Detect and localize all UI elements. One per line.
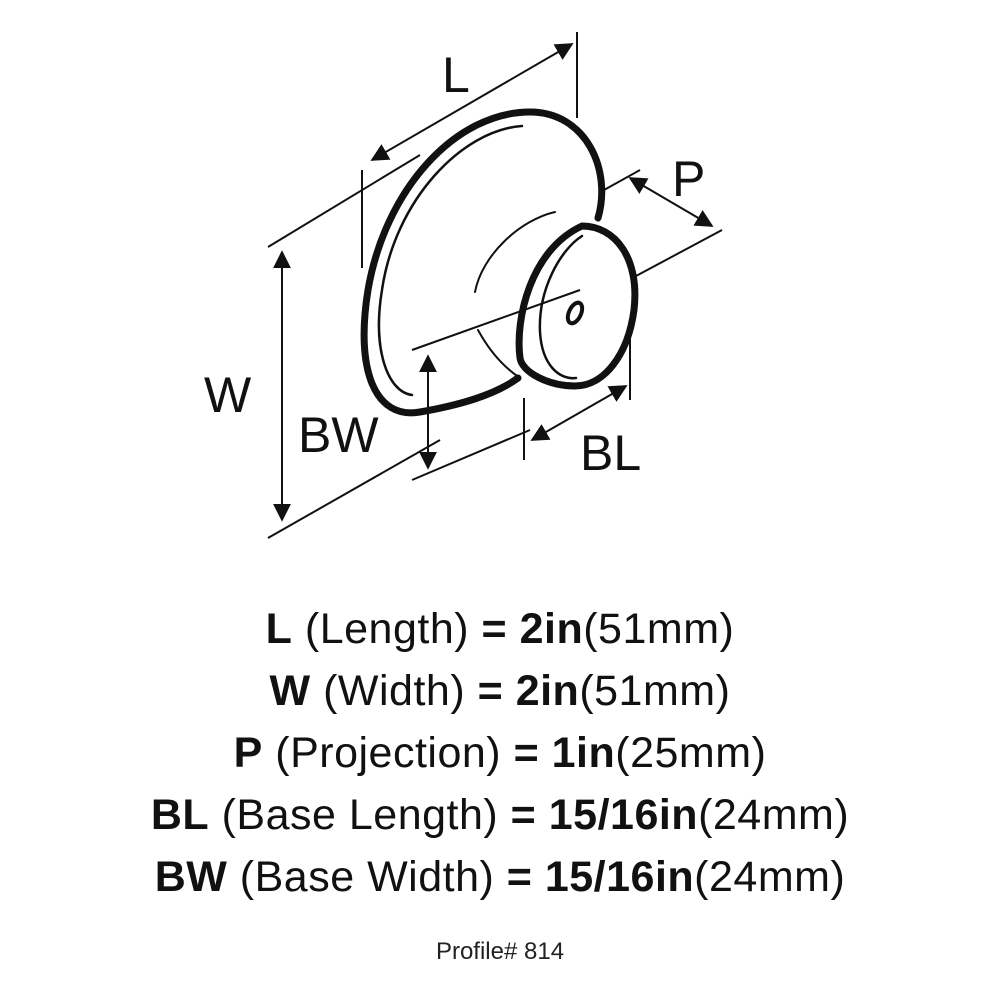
knob-neck-top — [474, 211, 556, 293]
base-width-extension-top — [411, 289, 581, 351]
base-width-extension-bottom — [411, 429, 531, 481]
spec-line-projection: P (Projection) = 1in(25mm) — [0, 722, 1000, 784]
spec-equals: = — [481, 605, 508, 653]
spec-key: W — [269, 667, 311, 715]
screw-hole-icon — [565, 300, 585, 326]
knob-rim-outline — [360, 108, 606, 417]
spec-equals: = — [510, 791, 537, 839]
spec-metric: (25mm) — [615, 729, 767, 777]
projection-label: P — [672, 151, 705, 207]
spec-line-base-width: BW (Base Width) = 15/16in(24mm) — [0, 846, 1000, 908]
knob-base-face — [538, 234, 584, 380]
base-length-label: BL — [580, 425, 641, 481]
spec-name: (Projection) — [275, 729, 502, 777]
width-extension-bottom — [267, 439, 441, 539]
spec-imperial: 2in — [519, 605, 584, 653]
spec-imperial: 1in — [551, 729, 616, 777]
spec-key: L — [265, 605, 293, 653]
spec-key: P — [233, 729, 263, 777]
spec-imperial: 2in — [515, 667, 580, 715]
spec-equals: = — [513, 729, 540, 777]
dimension-specs-list: L (Length) = 2in(51mm) W (Width) = 2in(5… — [0, 598, 1000, 908]
dimension-lines — [267, 32, 723, 539]
spec-key: BW — [154, 853, 228, 901]
spec-metric: (24mm) — [694, 853, 846, 901]
length-arrow — [370, 43, 574, 161]
width-extension-top — [267, 154, 421, 248]
spec-key: BL — [150, 791, 210, 839]
knob-dimension-diagram: L W P BW BL — [204, 32, 723, 539]
spec-imperial: 15/16in — [544, 853, 695, 901]
spec-line-width: W (Width) = 2in(51mm) — [0, 660, 1000, 722]
spec-name: (Base Length) — [221, 791, 499, 839]
spec-line-length: L (Length) = 2in(51mm) — [0, 598, 1000, 660]
spec-metric: (51mm) — [579, 667, 731, 715]
spec-name: (Width) — [323, 667, 466, 715]
base-width-label: BW — [298, 407, 379, 463]
profile-number: Profile# 814 — [435, 938, 565, 965]
width-label: W — [204, 367, 252, 423]
spec-line-base-length: BL (Base Length) = 15/16in(24mm) — [0, 784, 1000, 846]
knob-illustration — [360, 108, 639, 417]
base-length-arrow — [530, 385, 628, 441]
knob-neck-bottom — [477, 329, 521, 379]
spec-metric: (24mm) — [698, 791, 850, 839]
projection-arrow — [628, 177, 714, 227]
projection-extension-top — [603, 169, 641, 191]
spec-name: (Length) — [304, 605, 470, 653]
spec-equals: = — [506, 853, 533, 901]
projection-extension-bottom — [635, 229, 723, 277]
spec-name: (Base Width) — [239, 853, 495, 901]
spec-imperial: 15/16in — [548, 791, 699, 839]
spec-equals: = — [477, 667, 504, 715]
spec-metric: (51mm) — [583, 605, 735, 653]
length-label: L — [442, 47, 470, 103]
